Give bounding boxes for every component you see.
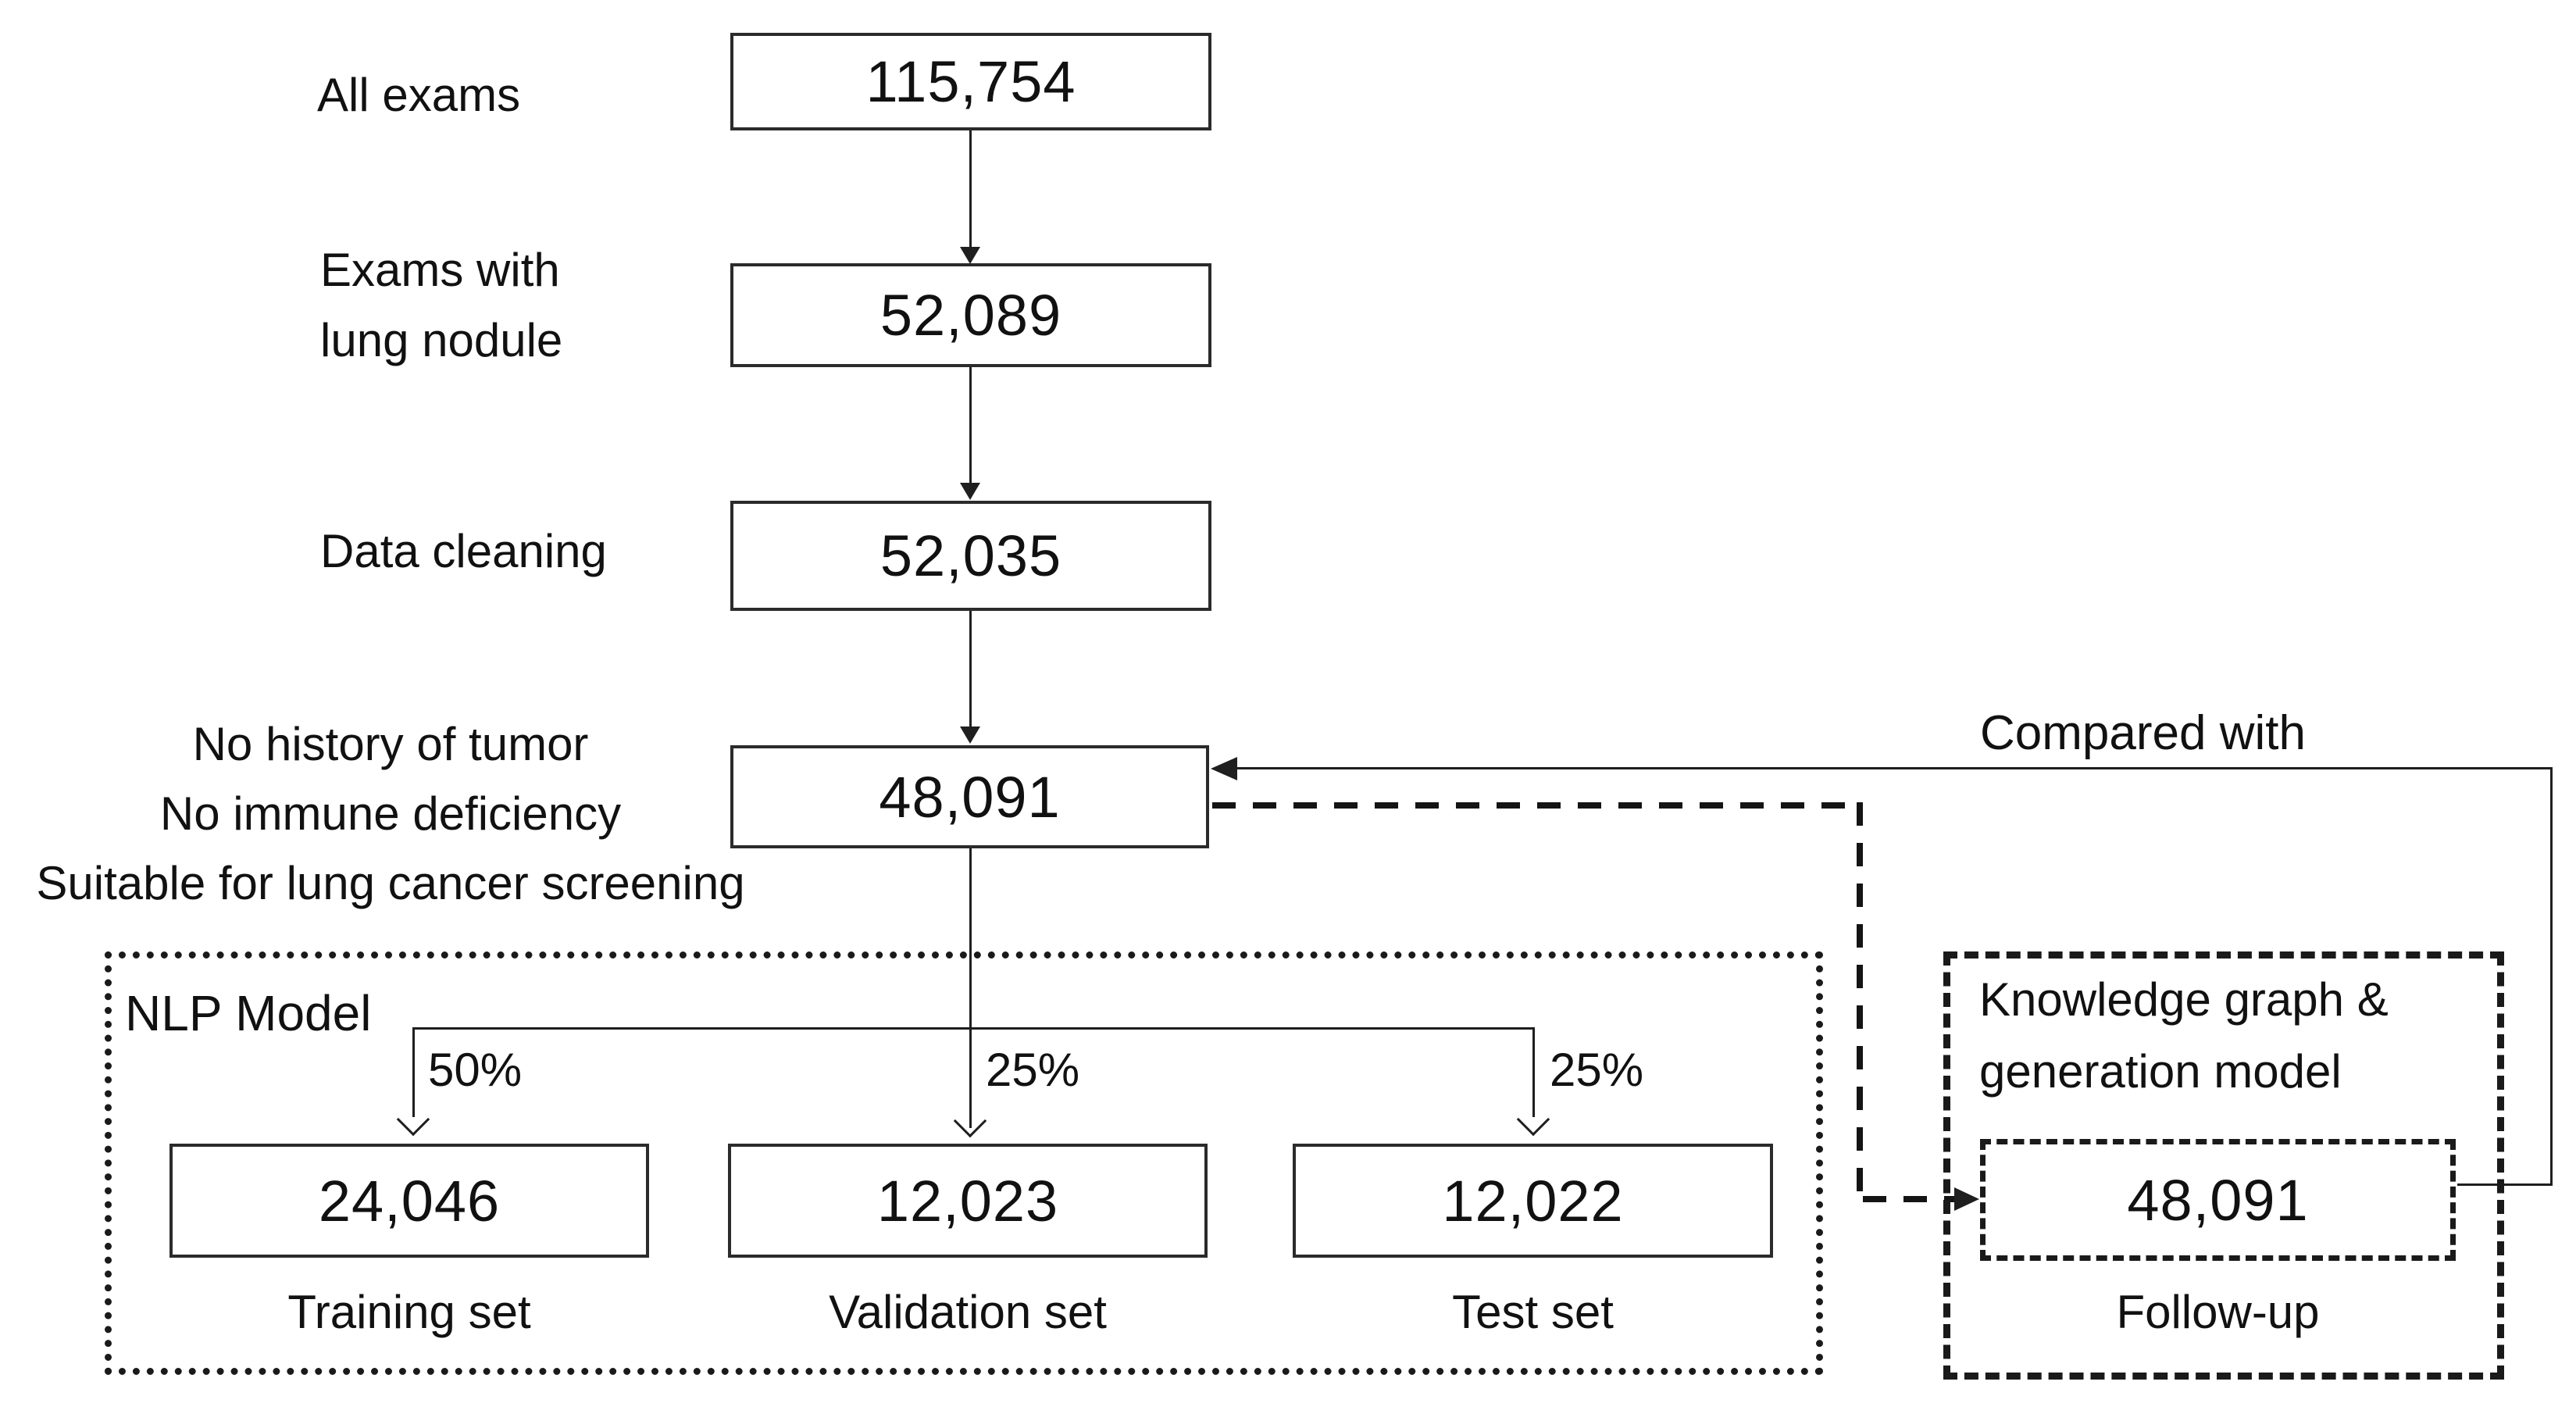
arrowhead-compare-into-screening (1211, 757, 1237, 780)
step-label-all-exams: All exams (317, 69, 521, 121)
dashed-line-down (1857, 802, 1863, 1199)
split-line-horizontal (412, 1027, 1535, 1030)
split-line-center (969, 848, 972, 1128)
step-label-lung-nodule: lung nodule (320, 314, 563, 366)
compare-line-into-followup (2457, 1183, 2553, 1186)
arrowhead-step1-step2 (960, 247, 980, 264)
compare-line-top (1237, 767, 2553, 769)
arrowhead-step3-step4 (960, 726, 980, 744)
box-training-set: 24,046 (169, 1144, 649, 1258)
caption-test-set: Test set (1452, 1286, 1614, 1338)
box-follow-up: 48,091 (1980, 1139, 2456, 1261)
percent-training: 50% (428, 1044, 523, 1096)
box-screening: 48,091 (730, 745, 1209, 848)
split-line-left (412, 1030, 415, 1117)
dashed-line-into-followup (1863, 1196, 1955, 1202)
step-label-exams-with: Exams with (320, 244, 560, 296)
step-label-data-cleaning: Data cleaning (320, 525, 607, 577)
caption-follow-up: Follow-up (2116, 1286, 2320, 1338)
arrow-line-step1-step2 (969, 130, 972, 248)
criteria-line-3: Suitable for lung cancer screening (36, 857, 745, 909)
nlp-model-title: NLP Model (125, 985, 372, 1041)
split-line-right (1532, 1030, 1535, 1117)
step-label-criteria: No history of tumor No immune deficiency… (4, 709, 777, 918)
criteria-line-1: No history of tumor (192, 718, 589, 770)
nlp-model-frame (105, 951, 1823, 1375)
criteria-line-2: No immune deficiency (159, 787, 622, 840)
knowledge-title-line-2: generation model (1979, 1045, 2342, 1098)
percent-validation: 25% (986, 1044, 1080, 1096)
arrowhead-step2-step3 (960, 483, 980, 500)
caption-training-set: Training set (287, 1286, 531, 1338)
box-all-exams: 115,754 (730, 33, 1211, 130)
compare-line-right (2550, 767, 2553, 1184)
knowledge-title-line-1: Knowledge graph & (1979, 973, 2389, 1026)
compared-with-label: Compared with (1980, 706, 2306, 760)
arrowhead-into-followup (1954, 1187, 1979, 1211)
box-lung-nodule: 52,089 (730, 263, 1211, 367)
knowledge-graph-frame (1943, 951, 2504, 1380)
caption-validation-set: Validation set (829, 1286, 1107, 1338)
dashed-line-top (1212, 802, 1857, 809)
box-test-set: 12,022 (1293, 1144, 1773, 1258)
box-data-cleaning: 52,035 (730, 501, 1211, 611)
arrow-line-step2-step3 (969, 367, 972, 484)
box-validation-set: 12,023 (728, 1144, 1208, 1258)
percent-test: 25% (1550, 1044, 1644, 1096)
arrow-line-step3-step4 (969, 611, 972, 728)
